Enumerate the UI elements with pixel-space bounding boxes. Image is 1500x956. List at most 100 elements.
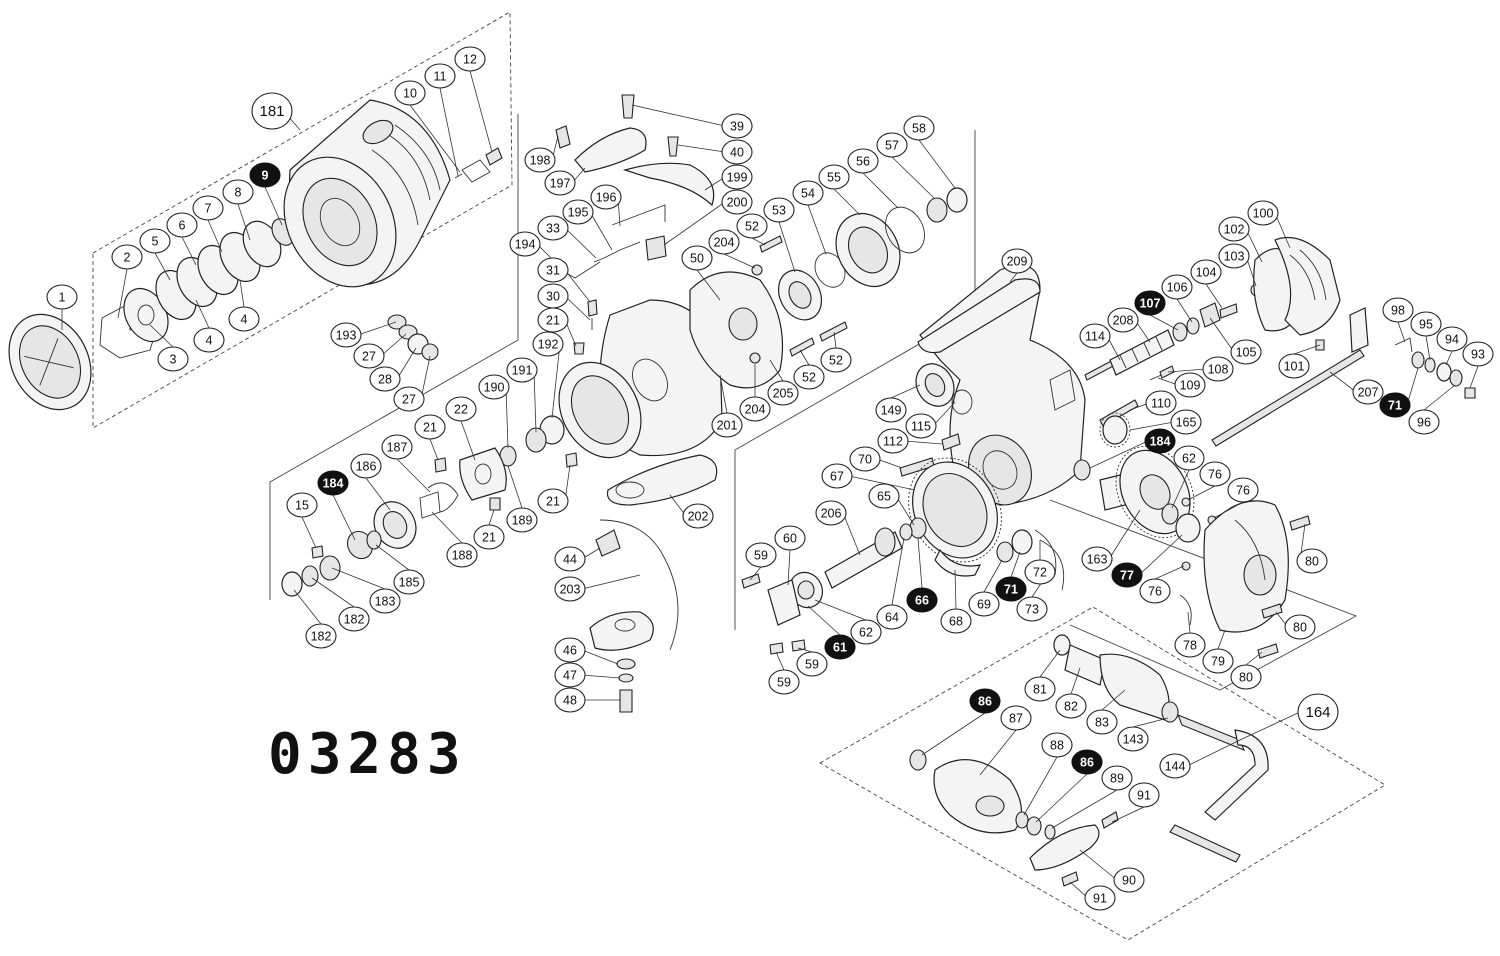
callout-182[interactable]: 182 bbox=[338, 606, 370, 632]
callout-109[interactable]: 109 bbox=[1174, 372, 1206, 398]
callout-96[interactable]: 96 bbox=[1408, 409, 1440, 435]
callout-71[interactable]: 71 bbox=[995, 576, 1027, 602]
callout-108[interactable]: 108 bbox=[1202, 356, 1234, 382]
callout-53[interactable]: 53 bbox=[763, 197, 795, 223]
callout-192[interactable]: 192 bbox=[532, 331, 564, 357]
callout-198[interactable]: 198 bbox=[524, 147, 556, 173]
callout-194[interactable]: 194 bbox=[509, 231, 541, 257]
callout-106[interactable]: 106 bbox=[1161, 274, 1193, 300]
callout-59[interactable]: 59 bbox=[796, 651, 828, 677]
callout-163[interactable]: 163 bbox=[1081, 546, 1113, 572]
callout-52[interactable]: 52 bbox=[820, 347, 852, 373]
callout-73[interactable]: 73 bbox=[1016, 596, 1048, 622]
callout-1[interactable]: 1 bbox=[46, 284, 78, 310]
callout-205[interactable]: 205 bbox=[767, 380, 799, 406]
callout-21[interactable]: 21 bbox=[414, 414, 446, 440]
callout-201[interactable]: 201 bbox=[711, 412, 743, 438]
callout-94[interactable]: 94 bbox=[1436, 326, 1468, 352]
callout-76[interactable]: 76 bbox=[1227, 477, 1259, 503]
callout-189[interactable]: 189 bbox=[506, 507, 538, 533]
callout-55[interactable]: 55 bbox=[818, 164, 850, 190]
callout-65[interactable]: 65 bbox=[868, 483, 900, 509]
callout-91[interactable]: 91 bbox=[1084, 885, 1116, 911]
callout-98[interactable]: 98 bbox=[1382, 297, 1414, 323]
callout-4[interactable]: 4 bbox=[193, 327, 225, 353]
callout-86[interactable]: 86 bbox=[1071, 749, 1103, 775]
callout-9[interactable]: 9 bbox=[249, 162, 281, 188]
callout-110[interactable]: 110 bbox=[1145, 390, 1177, 416]
callout-6[interactable]: 6 bbox=[166, 212, 198, 238]
callout-164[interactable]: 164 bbox=[1297, 693, 1339, 731]
callout-209[interactable]: 209 bbox=[1001, 248, 1033, 274]
callout-68[interactable]: 68 bbox=[940, 608, 972, 634]
callout-27[interactable]: 27 bbox=[393, 386, 425, 412]
callout-200[interactable]: 200 bbox=[721, 189, 753, 215]
callout-144[interactable]: 144 bbox=[1159, 753, 1191, 779]
callout-207[interactable]: 207 bbox=[1352, 379, 1384, 405]
callout-91[interactable]: 91 bbox=[1128, 782, 1160, 808]
callout-195[interactable]: 195 bbox=[562, 199, 594, 225]
callout-77[interactable]: 77 bbox=[1111, 562, 1143, 588]
callout-95[interactable]: 95 bbox=[1410, 311, 1442, 337]
callout-62[interactable]: 62 bbox=[850, 619, 882, 645]
callout-59[interactable]: 59 bbox=[768, 669, 800, 695]
callout-47[interactable]: 47 bbox=[554, 662, 586, 688]
callout-5[interactable]: 5 bbox=[139, 228, 171, 254]
callout-56[interactable]: 56 bbox=[847, 148, 879, 174]
callout-100[interactable]: 100 bbox=[1247, 200, 1279, 226]
callout-11[interactable]: 11 bbox=[424, 63, 456, 89]
callout-58[interactable]: 58 bbox=[903, 115, 935, 141]
callout-70[interactable]: 70 bbox=[849, 446, 881, 472]
callout-33[interactable]: 33 bbox=[537, 215, 569, 241]
callout-202[interactable]: 202 bbox=[682, 503, 714, 529]
callout-50[interactable]: 50 bbox=[681, 245, 713, 271]
callout-48[interactable]: 48 bbox=[554, 687, 586, 713]
callout-60[interactable]: 60 bbox=[774, 525, 806, 551]
callout-66[interactable]: 66 bbox=[906, 587, 938, 613]
callout-15[interactable]: 15 bbox=[286, 492, 318, 518]
callout-52[interactable]: 52 bbox=[736, 213, 768, 239]
callout-193[interactable]: 193 bbox=[330, 322, 362, 348]
callout-203[interactable]: 203 bbox=[554, 576, 586, 602]
callout-80[interactable]: 80 bbox=[1230, 664, 1262, 690]
callout-80[interactable]: 80 bbox=[1284, 614, 1316, 640]
callout-83[interactable]: 83 bbox=[1086, 709, 1118, 735]
callout-188[interactable]: 188 bbox=[446, 542, 478, 568]
callout-44[interactable]: 44 bbox=[554, 546, 586, 572]
callout-190[interactable]: 190 bbox=[478, 374, 510, 400]
callout-89[interactable]: 89 bbox=[1101, 765, 1133, 791]
callout-204[interactable]: 204 bbox=[708, 229, 740, 255]
callout-197[interactable]: 197 bbox=[544, 170, 576, 196]
callout-103[interactable]: 103 bbox=[1218, 243, 1250, 269]
callout-206[interactable]: 206 bbox=[815, 500, 847, 526]
callout-4[interactable]: 4 bbox=[228, 306, 260, 332]
callout-143[interactable]: 143 bbox=[1117, 726, 1149, 752]
callout-87[interactable]: 87 bbox=[1000, 705, 1032, 731]
callout-61[interactable]: 61 bbox=[824, 634, 856, 660]
callout-88[interactable]: 88 bbox=[1041, 732, 1073, 758]
callout-191[interactable]: 191 bbox=[506, 357, 538, 383]
callout-184[interactable]: 184 bbox=[317, 470, 349, 496]
callout-81[interactable]: 81 bbox=[1024, 676, 1056, 702]
callout-27[interactable]: 27 bbox=[353, 343, 385, 369]
callout-104[interactable]: 104 bbox=[1190, 259, 1222, 285]
callout-204[interactable]: 204 bbox=[739, 396, 771, 422]
callout-3[interactable]: 3 bbox=[157, 346, 189, 372]
callout-183[interactable]: 183 bbox=[369, 588, 401, 614]
callout-101[interactable]: 101 bbox=[1278, 353, 1310, 379]
callout-39[interactable]: 39 bbox=[721, 113, 753, 139]
callout-62[interactable]: 62 bbox=[1173, 445, 1205, 471]
callout-196[interactable]: 196 bbox=[590, 184, 622, 210]
callout-40[interactable]: 40 bbox=[721, 139, 753, 165]
callout-182[interactable]: 182 bbox=[305, 623, 337, 649]
callout-67[interactable]: 67 bbox=[821, 463, 853, 489]
callout-31[interactable]: 31 bbox=[537, 257, 569, 283]
callout-114[interactable]: 114 bbox=[1079, 323, 1111, 349]
callout-30[interactable]: 30 bbox=[537, 283, 569, 309]
callout-64[interactable]: 64 bbox=[876, 604, 908, 630]
callout-90[interactable]: 90 bbox=[1113, 867, 1145, 893]
callout-28[interactable]: 28 bbox=[369, 366, 401, 392]
callout-69[interactable]: 69 bbox=[968, 591, 1000, 617]
callout-102[interactable]: 102 bbox=[1218, 216, 1250, 242]
callout-8[interactable]: 8 bbox=[222, 179, 254, 205]
